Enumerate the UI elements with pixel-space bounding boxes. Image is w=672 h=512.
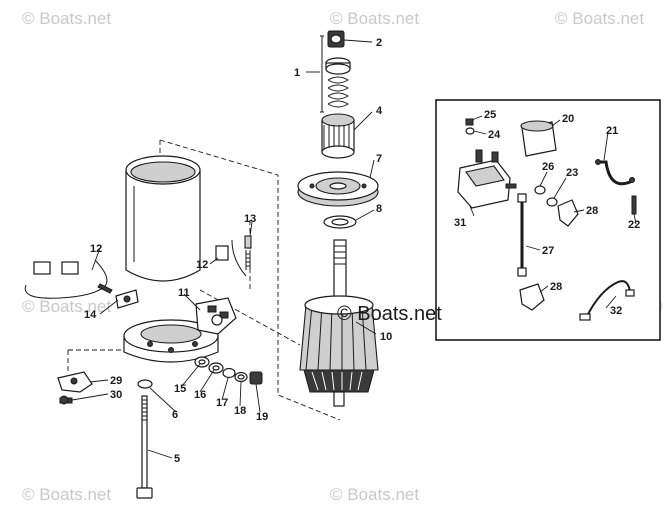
watermark: © Boats.net (330, 485, 419, 504)
terminal-hardware (194, 356, 263, 385)
through-bolt (136, 379, 153, 499)
callout-28: 28 (550, 281, 562, 293)
callout-1: 1 (294, 67, 300, 79)
callout-27: 27 (542, 245, 554, 257)
washer-8 (323, 215, 357, 229)
center-watermark: © Boats.net (337, 303, 442, 325)
leader-lines (71, 39, 637, 459)
callout-31: 31 (454, 217, 466, 229)
pinion-gear (321, 113, 355, 159)
callout-6: 6 (172, 409, 178, 421)
callout-13: 13 (244, 213, 256, 225)
callout-21: 21 (606, 125, 618, 137)
callout-labels: 2 1 4 7 8 10 11 12 12 13 14 15 16 17 18 … (84, 37, 640, 465)
callout-18: 18 (234, 405, 246, 417)
brush-assembly-left (24, 259, 113, 299)
starter-frame-housing (125, 155, 201, 282)
callout-19: 19 (256, 411, 268, 423)
watermark: © Boats.net (22, 9, 111, 28)
solenoid-inset (435, 99, 661, 341)
armature (299, 239, 379, 407)
callout-32: 32 (610, 305, 622, 317)
terminal-block-14 (115, 289, 139, 309)
callout-20: 20 (562, 113, 574, 125)
brush-holder-plate (195, 297, 237, 335)
watermark: © Boats.net (22, 297, 111, 316)
callout-22: 22 (628, 219, 640, 231)
callout-17: 17 (216, 397, 228, 409)
callout-8: 8 (376, 203, 382, 215)
brush-and-screw (215, 235, 252, 277)
callout-12: 12 (90, 243, 102, 255)
commutator-end-head (123, 319, 219, 363)
drive-spring-stack (320, 30, 351, 113)
mounting-bracket (57, 371, 93, 405)
callout-4: 4 (376, 105, 383, 117)
callout-23: 23 (566, 167, 578, 179)
watermark: © Boats.net (22, 485, 111, 504)
watermark: © Boats.net (330, 9, 419, 28)
callout-26: 26 (542, 161, 554, 173)
callout-28: 28 (586, 205, 598, 217)
callout-25: 25 (484, 109, 496, 121)
callout-2: 2 (376, 37, 382, 49)
callout-16: 16 (194, 389, 206, 401)
callout-5: 5 (174, 453, 180, 465)
callout-10: 10 (380, 331, 392, 343)
callout-12: 12 (196, 259, 208, 271)
watermark: © Boats.net (555, 9, 644, 28)
drive-end-cap (297, 171, 379, 207)
callout-7: 7 (376, 153, 382, 165)
callout-24: 24 (488, 129, 501, 141)
callout-15: 15 (174, 383, 186, 395)
callout-30: 30 (110, 389, 122, 401)
callout-29: 29 (110, 375, 122, 387)
callout-14: 14 (84, 309, 97, 321)
callout-11: 11 (178, 287, 190, 299)
